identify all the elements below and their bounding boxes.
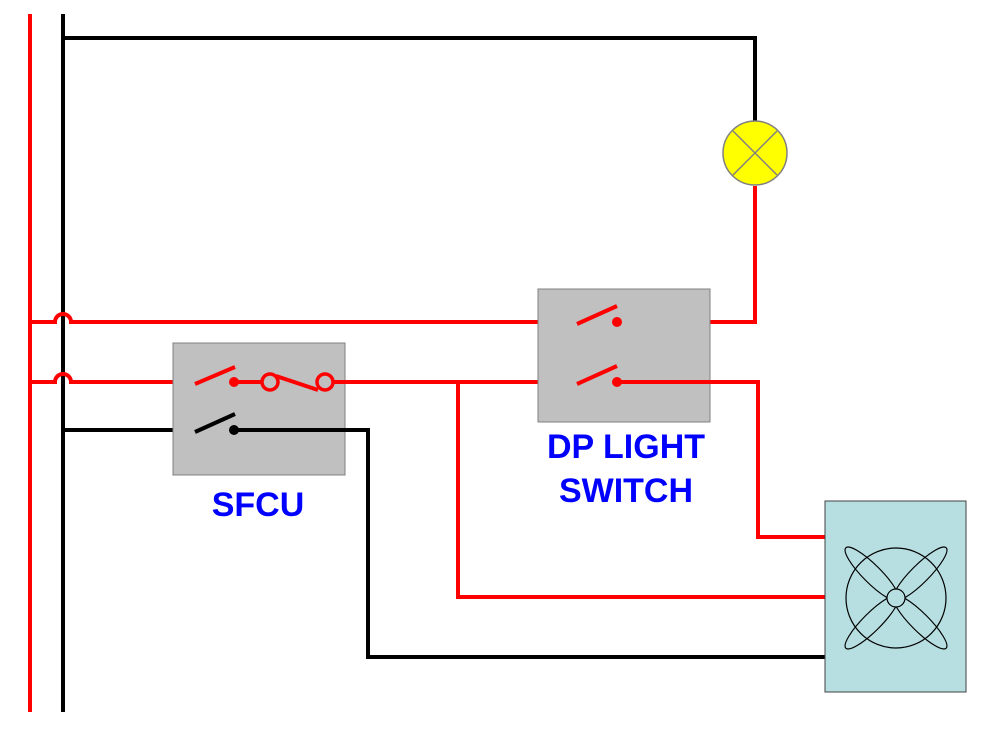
sfcu-neutral-contact — [194, 412, 236, 434]
switched-live-fan — [617, 380, 826, 539]
fused-live-fan — [456, 382, 826, 599]
sfcu-label: SFCU — [212, 486, 305, 524]
dp-pole-1-contact — [576, 304, 618, 326]
dp-switch-label-line2: SWITCH — [559, 472, 693, 510]
sfcu-live-contact — [194, 365, 236, 386]
sfcu-fuse-link — [275, 374, 319, 392]
dp-pole-2-contact — [576, 364, 618, 386]
sfcu-box — [172, 342, 346, 476]
live-feed-sfcu — [30, 372, 195, 384]
live-feed-dp-switch — [30, 312, 577, 324]
dp-pole-1-terminal — [612, 317, 622, 327]
neutral-fan — [234, 428, 826, 659]
dp-switch-box — [537, 288, 711, 423]
sfcu-fuse-terminal-b — [315, 372, 335, 392]
dp-switch-label-line1: DP LIGHT — [547, 428, 705, 466]
lamp-icon — [722, 120, 788, 186]
sfcu-fuse-terminal-a — [260, 372, 280, 392]
fan-icon — [844, 546, 948, 650]
neutral-wire-lamp — [63, 36, 757, 122]
